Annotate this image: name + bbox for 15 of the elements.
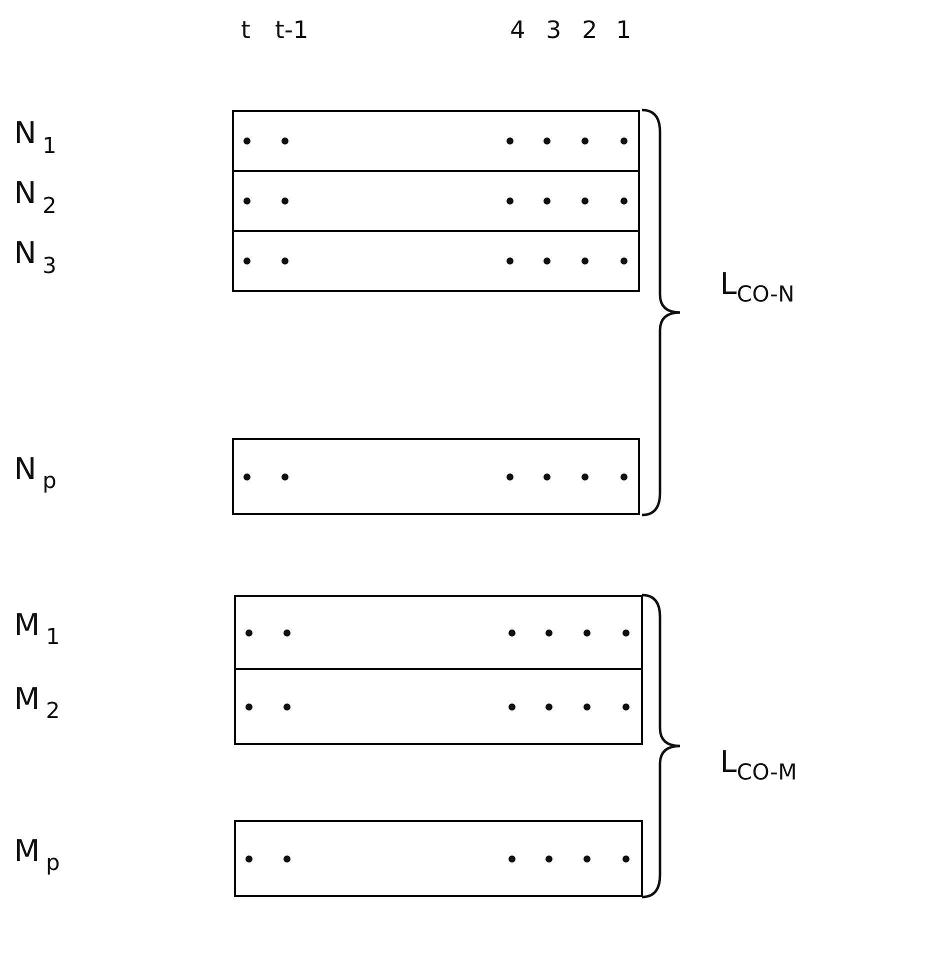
column-number: 1: [616, 18, 632, 42]
group-label: L$_{CO-M}$: [720, 748, 797, 785]
column-number: 2: [582, 18, 598, 42]
column-number: 3: [546, 18, 562, 42]
row-label: M$_{2}$: [14, 684, 60, 724]
row-label: N$_{p}$: [14, 454, 56, 494]
column-number: t: [241, 18, 250, 42]
row-label: N$_{1}$: [14, 119, 56, 158]
column-number: 4: [510, 18, 526, 42]
column-number: t-1: [275, 18, 308, 42]
row-label: N$_{3}$: [14, 239, 56, 278]
row-label: M$_{p}$: [14, 836, 60, 876]
row-label: M$_{1}$: [14, 610, 60, 650]
row-label: N$_{2}$: [14, 179, 56, 218]
group-label: L$_{CO-N}$: [720, 270, 794, 307]
